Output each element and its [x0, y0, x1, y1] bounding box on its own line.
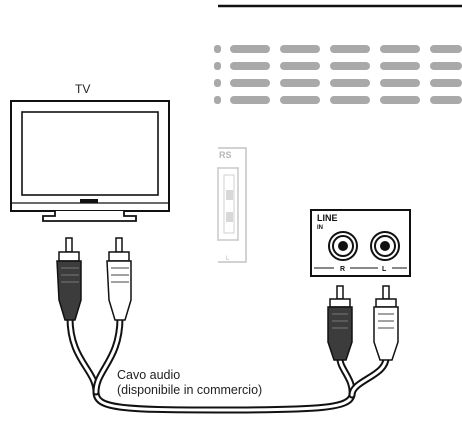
cable-label-line1: Cavo audio [117, 368, 180, 382]
tv-power-indicator [80, 199, 98, 203]
tv-label: TV [75, 82, 90, 96]
receiver-plug-white [373, 285, 399, 361]
jack-right-label: R [340, 266, 345, 273]
terminal-small-label: L [226, 256, 230, 262]
receiver-rear-panel: RS L LINE IN R [214, 4, 462, 277]
cable-label-line2: (disponibile in commercio) [117, 383, 262, 397]
terminal-partial-label: RS [219, 150, 232, 160]
audio-cable [66, 314, 390, 414]
line-in-title: LINE [317, 213, 338, 223]
tv-screen [21, 111, 159, 196]
jack-left-label: L [382, 266, 387, 273]
tv-plug-red [56, 237, 82, 321]
jack-right[interactable] [328, 231, 358, 261]
receiver-vents [214, 45, 462, 104]
line-in-subtitle: IN [317, 225, 323, 231]
line-in-panel: LINE IN R L [310, 209, 411, 277]
speaker-terminal-block: RS L [217, 147, 247, 263]
jack-left[interactable] [370, 231, 400, 261]
receiver-plug-red [327, 285, 353, 361]
tv: TV [10, 82, 170, 222]
tv-stand [42, 211, 137, 222]
tv-plug-white [106, 237, 132, 321]
